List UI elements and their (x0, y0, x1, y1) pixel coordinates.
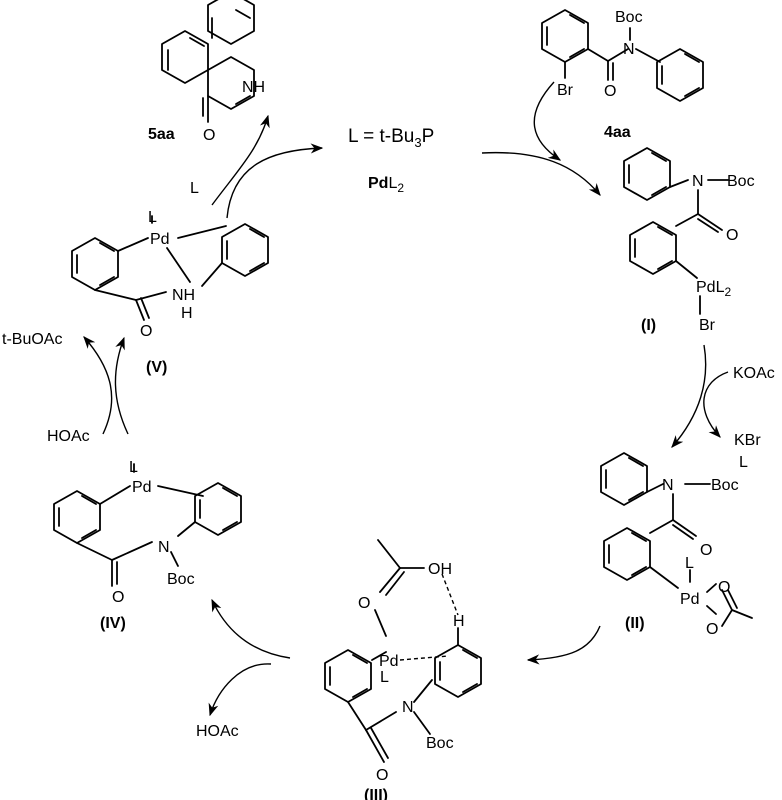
n-atom: N (158, 539, 170, 556)
oh-group: OH (428, 561, 452, 578)
label-4aa: 4aa (604, 124, 631, 141)
l-atom: L (129, 459, 138, 476)
nh-atom: NH (242, 79, 265, 96)
br-atom: Br (699, 317, 716, 334)
label-V: (V) (146, 359, 167, 376)
svg-text:PdL2: PdL2 (696, 279, 731, 299)
o-atom: O (604, 83, 616, 100)
compound-III: OH O H Pd L N Boc O (III) (324, 539, 482, 800)
reagent-hoac-out: HOAc (196, 723, 239, 740)
reagent-l-out: L (739, 454, 748, 471)
reagent-koac: KOAc (733, 365, 775, 382)
pdl-atom: PdL (696, 279, 725, 296)
reagents: L KOAc KBr L HOAc HOAc t-BuOAc (2, 180, 775, 740)
o-atom: O (203, 127, 215, 144)
label-II: (II) (625, 615, 645, 632)
pd-atom: Pd (132, 479, 152, 496)
pd-atom: Pd (680, 591, 700, 608)
nh-atom: NH (172, 287, 195, 304)
n-atom: N (623, 41, 635, 58)
reagent-l-in: L (190, 180, 199, 197)
cycle-arrows (83, 81, 729, 717)
o-atom: O (700, 542, 712, 559)
label-III: (III) (364, 787, 388, 800)
compound-V: L Pd NH H O (V) (71, 209, 269, 376)
o-atom-2: O (706, 621, 718, 638)
o-atom: O (140, 323, 152, 340)
svg-text:L = t-Bu3P: L = t-Bu3P (348, 126, 434, 150)
l-atom: L (148, 209, 157, 226)
br-atom: Br (557, 82, 574, 99)
label-IV: (IV) (100, 615, 126, 632)
pd-atom: Pd (150, 231, 170, 248)
svg-text:PdL2: PdL2 (368, 175, 404, 195)
reagent-hoac-in: HOAc (47, 428, 90, 445)
label-5aa: 5aa (148, 126, 175, 143)
n-atom: N (692, 173, 704, 190)
boc-group: Boc (711, 477, 739, 494)
o-atom: O (726, 227, 738, 244)
o-atom: O (358, 595, 370, 612)
pd-atom: Pd (379, 653, 399, 670)
l-atom: L (380, 669, 389, 686)
boc-group: Boc (615, 9, 643, 26)
o-atom-carbonyl: O (376, 767, 388, 784)
reagent-tbuoac: t-BuOAc (2, 331, 62, 348)
h-atom: H (181, 305, 193, 322)
boc-group: Boc (167, 571, 195, 588)
o-atom-1: O (718, 579, 730, 596)
h-atom: H (453, 613, 465, 630)
compound-IV: L Pd N Boc O (IV) (53, 459, 242, 632)
reagent-kbr: KBr (734, 432, 761, 449)
compound-4aa: Boc N O Br 4aa (541, 9, 704, 141)
n-atom: N (402, 699, 414, 716)
boc-group: Boc (727, 173, 755, 190)
n-atom: N (662, 477, 674, 494)
catalyst-label: L = t-Bu3P PdL2 (348, 126, 434, 195)
label-I: (I) (641, 317, 656, 334)
compound-5aa: NH O 5aa (148, 0, 265, 144)
compound-II: N Boc O L Pd O O (II) (600, 452, 753, 638)
compound-I: N Boc O PdL2 Br (I) (623, 147, 755, 334)
boc-group: Boc (426, 735, 454, 752)
l-atom: L (685, 555, 694, 572)
o-atom: O (112, 589, 124, 606)
